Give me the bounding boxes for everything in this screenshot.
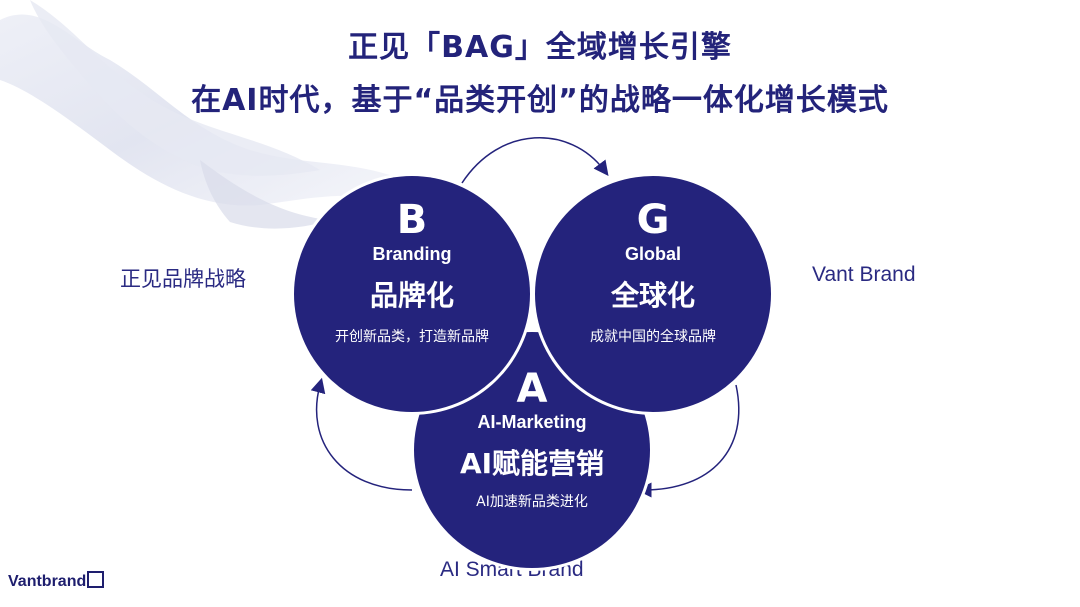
arrow-b-to-g [461,137,609,184]
circle-a-letter: A [516,366,548,412]
circle-a-description: AI加速新品类进化 [476,494,588,510]
logo-text: Vantbrand [8,573,87,590]
title-line-2: 在AI时代，基于“品类开创”的战略一体化增长模式 [191,83,889,118]
circle-b-letter: B [396,197,428,243]
circle-g-chinese: 全球化 [610,279,695,312]
circle-g-letter: G [636,197,670,243]
circle-g-global: G Global 全球化 成就中国的全球品牌 [535,176,771,412]
circle-b-chinese: 品牌化 [369,279,454,312]
circle-a-english: AI-Marketing [477,412,587,432]
label-zhengjian-brand-strategy: 正见品牌战略 [120,268,246,291]
circle-b-branding: B Branding 品牌化 开创新品类，打造新品牌 [294,176,530,412]
circle-b-english: Branding [372,244,452,264]
logo-mark-icon [87,571,105,588]
silk-ribbon-decoration [0,0,400,229]
label-vant-brand: Vant Brand [812,263,916,286]
circle-a-chinese: AI赋能营销 [459,447,605,480]
title-line-1: 正见「BAG」全域增长引擎 [348,30,732,65]
vantbrand-logo: Vantbrand [8,571,105,591]
arrow-a-to-b [310,377,413,491]
circle-g-english: Global [624,244,681,264]
circle-g-description: 成就中国的全球品牌 [590,329,716,345]
arrow-g-to-a [636,384,740,498]
circle-b-description: 开创新品类，打造新品牌 [335,329,489,345]
